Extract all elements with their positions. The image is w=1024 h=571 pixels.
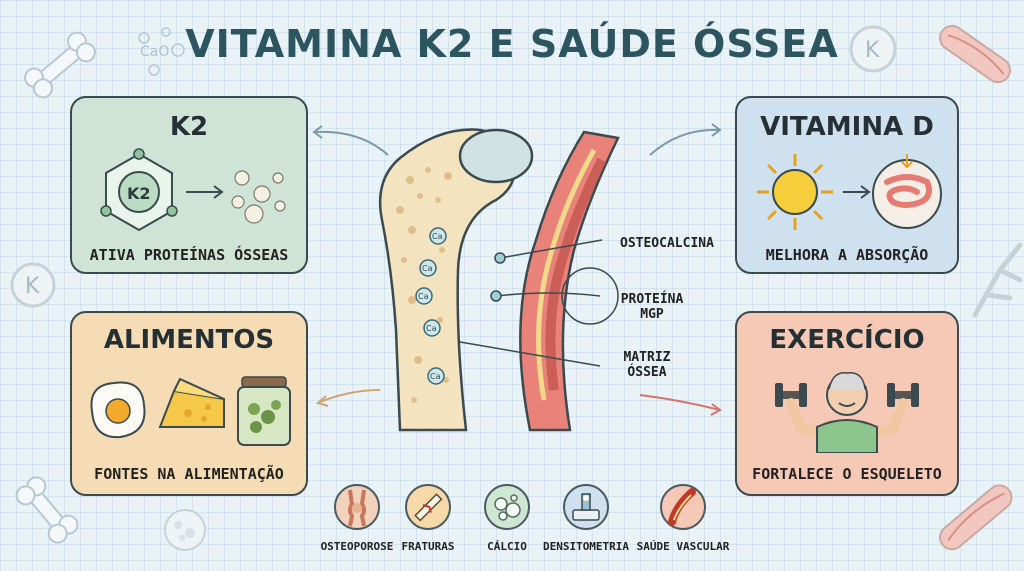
bone-decoration-icon (15, 476, 79, 544)
calcium-crystals-icon (484, 484, 530, 530)
calcium-circle-icon (415, 287, 433, 305)
osteocalcina-label: OSTEOCALCINA (620, 236, 714, 251)
molecule-decoration-icon: CaO (138, 27, 185, 76)
calcium-circle-icon (423, 319, 441, 337)
calcium-mark-label: Ca (430, 372, 441, 381)
k-badge-decoration-icon: K (10, 262, 56, 308)
blood-vessel-icon (660, 484, 706, 530)
vessel-decoration-icon (939, 484, 1013, 551)
alimentos-card-caption: FONTES NA ALIMENTAÇÃO (94, 465, 284, 483)
vitamina-d-card-caption: MELHORA A ABSORÇÃO (765, 246, 929, 264)
knee-joint-icon (334, 484, 380, 530)
calcium-circle-icon (427, 367, 445, 385)
arrow-to-vitamina-d-icon (649, 128, 721, 156)
sun-absorption-icon (757, 154, 942, 230)
calcium-mark-label: Ca (432, 232, 443, 241)
osteoporose-label: OSTEOPOROSE (320, 540, 394, 553)
vitamina-d-card: VITAMINA D MELHORA A ABSORÇÃO (735, 96, 959, 274)
food-sources-icon (90, 376, 291, 446)
molecule-text: CaO (140, 44, 169, 60)
alimentos-card-title: ALIMENTOS (103, 325, 275, 355)
k2-activation-icon: K2 (100, 148, 286, 232)
matriz-ossea-label: MATRIZ ÓSSEA (623, 350, 671, 380)
exercicio-card: EXERCÍCIO FORTALECE O ESQUELETO (735, 311, 959, 496)
page-title: VITAMINA K2 E SAÚDE ÓSSEA (185, 22, 839, 66)
arrow-to-alimentos-icon (319, 389, 381, 403)
k2-card: K2 K2 ATIVA PROTEÍNAS ÓSSEAS (70, 96, 308, 274)
calcium-circle-icon (419, 259, 437, 277)
fraturas-label: FRATURAS (401, 540, 455, 553)
saude-vascular-label: SAÚDE VASCULAR (636, 540, 730, 553)
vitamina-d-card-title: VITAMINA D (760, 112, 934, 142)
calcio-label: CÁLCIO (487, 540, 527, 553)
calcium-mark-label: Ca (418, 292, 429, 301)
nerve-decoration-icon (972, 242, 1023, 318)
fractured-bone-icon (405, 484, 451, 530)
arrow-to-exercicio-icon (639, 394, 721, 411)
svg-text:K: K (865, 38, 880, 63)
alimentos-card: ALIMENTOS FONTES NA ALIMENTAÇÃO (70, 311, 308, 496)
arrow-to-k2-icon (315, 130, 389, 156)
cheese-icon (158, 377, 225, 428)
calcium-mark-label: Ca (422, 264, 433, 273)
calcium-circle-icon (429, 227, 447, 245)
cell-decoration-icon (164, 509, 206, 551)
elderly-exercise-icon (775, 372, 919, 453)
bone-scanner-icon (563, 484, 609, 530)
k2-card-caption: ATIVA PROTEÍNAS ÓSSEAS (89, 246, 289, 264)
egg-icon (90, 381, 146, 439)
bone-decoration-icon (24, 31, 96, 99)
k-badge-decoration-icon: K (849, 25, 897, 73)
blood-vessel-icon (519, 130, 620, 432)
proteina-mgp-label: PROTEÍNA MGP (620, 292, 684, 322)
k2-badge-text: K2 (127, 184, 151, 203)
exercicio-card-title: EXERCÍCIO (769, 325, 925, 355)
densitometria-label: DENSITOMETRIA (542, 540, 630, 553)
exercicio-card-caption: FORTALECE O ESQUELETO (752, 465, 942, 483)
calcium-mark-label: Ca (426, 324, 437, 333)
k2-card-title: K2 (169, 112, 209, 142)
svg-text:K: K (25, 274, 40, 299)
femur-bone-icon (378, 128, 534, 432)
vessel-decoration-icon (939, 24, 1011, 84)
natto-jar-icon (237, 376, 291, 446)
